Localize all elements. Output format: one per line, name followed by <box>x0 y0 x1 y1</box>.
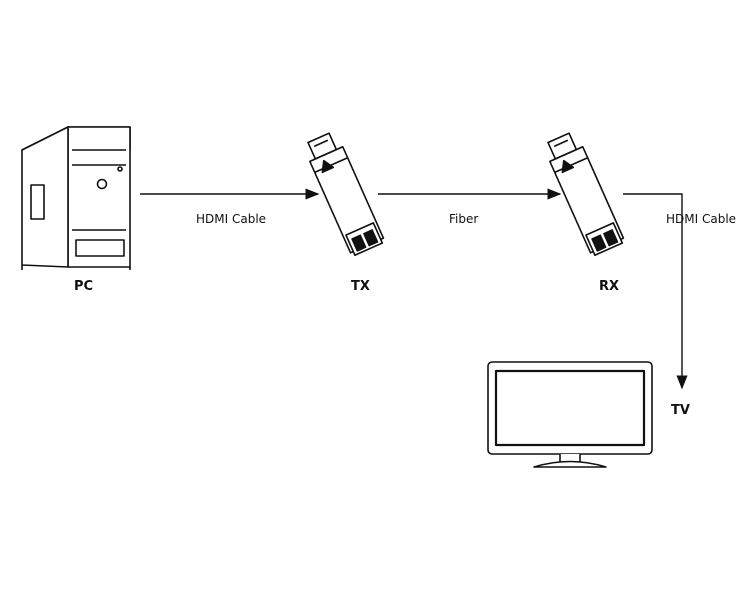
tv-label: TV <box>671 403 690 418</box>
rx-module-icon <box>547 132 625 257</box>
tx-label: TX <box>351 279 370 294</box>
tx-module-icon <box>307 132 385 257</box>
pc-tower-icon <box>21 126 131 270</box>
tx-rx-cable-label: Fiber <box>449 212 479 226</box>
pc-tx-cable-label: HDMI Cable <box>196 212 267 226</box>
tv-monitor-icon <box>487 361 653 468</box>
rx-label: RX <box>599 279 620 294</box>
pc-label: PC <box>74 279 94 294</box>
rx-tv-connector-line <box>623 193 688 390</box>
rx-tv-cable-label: HDMI Cable <box>666 212 737 226</box>
